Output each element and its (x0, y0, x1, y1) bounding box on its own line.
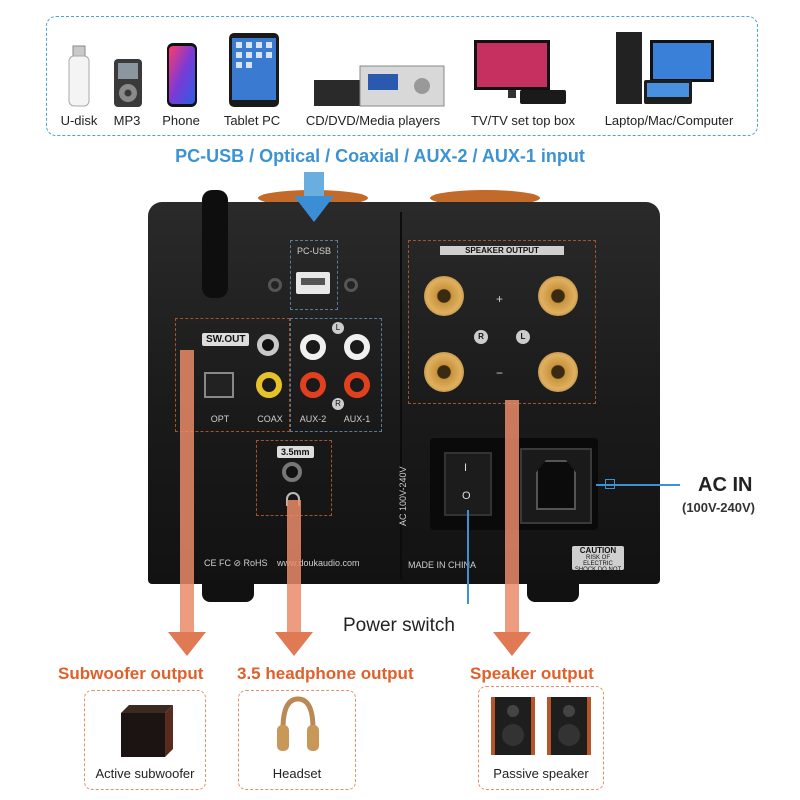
website-text: www.doukaudio.com (277, 558, 360, 568)
headphone-symbol-icon (286, 492, 300, 506)
aux-frame (290, 318, 382, 432)
input-arrow-icon (294, 196, 334, 222)
sw-out-label: SW.OUT (202, 333, 250, 346)
speaker-output-frame (408, 240, 596, 404)
device-label: Laptop/Mac/Computer (604, 113, 734, 128)
ac-in-label: AC IN (698, 474, 753, 496)
ac-in-leader (596, 484, 680, 486)
screw (268, 278, 282, 292)
power-switch-label: Power switch (343, 615, 455, 636)
power-switch[interactable]: I O (444, 452, 492, 516)
phone-icon (167, 43, 197, 107)
device-label: U-disk (60, 113, 98, 128)
switch-off-mark: O (462, 490, 471, 502)
speaker-output-title: Speaker output (470, 664, 594, 683)
device-label: Phone (162, 113, 200, 128)
subwoofer-output-title: Subwoofer output (58, 664, 204, 683)
plus-sign: + (496, 292, 504, 306)
headset-caption: Headset (272, 766, 322, 781)
speaker-terminal-r-plus (424, 276, 464, 316)
headphones-icon (277, 696, 319, 751)
subwoofer-card: Active subwoofer (84, 690, 206, 790)
coax-label: COAX (257, 414, 283, 424)
iec-socket (520, 448, 592, 524)
aux1-left-jack (344, 334, 370, 360)
optical-port (204, 372, 234, 398)
headset-card: Headset (238, 690, 356, 790)
unit-foot (202, 580, 254, 602)
minus-sign: − (496, 366, 504, 380)
mp3-player-icon (114, 59, 142, 107)
aux1-label: AUX-1 (343, 414, 371, 424)
device-label: TV/TV set top box (470, 113, 576, 128)
headphone-size-label: 3.5mm (277, 446, 314, 458)
ac-voltage-label: AC 100V-240V (398, 466, 408, 526)
sw-coax-frame (175, 318, 290, 432)
aux1-right-jack (344, 372, 370, 398)
panel-divider (400, 212, 402, 580)
tablet-icon (229, 33, 279, 107)
right-speaker-badge: R (474, 330, 488, 344)
bookshelf-speakers-icon (491, 697, 591, 755)
speaker-terminal-l-plus (538, 276, 578, 316)
headphone-arrow-icon (275, 632, 313, 656)
pc-usb-label: PC-USB (296, 246, 331, 256)
ac-range-label: (100V-240V) (682, 500, 755, 515)
speaker-arrow-shaft (505, 400, 519, 640)
usb-port (296, 272, 330, 294)
power-switch-leader (467, 510, 469, 604)
subwoofer-caption: Active subwoofer (95, 766, 195, 781)
aux2-right-jack (300, 372, 326, 398)
aux2-label: AUX-2 (299, 414, 327, 424)
unit-foot (527, 580, 579, 602)
headphone-output-title: 3.5 headphone output (237, 664, 414, 683)
speaker-terminal-r-minus (424, 352, 464, 392)
speakers-caption: Passive speaker (493, 766, 589, 781)
speakers-card: Passive speaker (478, 686, 604, 790)
aux2-left-jack (300, 334, 326, 360)
subwoofer-icon (121, 705, 173, 757)
subwoofer-arrow-shaft (180, 350, 194, 640)
input-arrow-shaft (304, 172, 324, 200)
right-channel-badge: R (332, 398, 344, 410)
subwoofer-arrow-icon (168, 632, 206, 656)
ac-in-marker (605, 479, 615, 489)
usb-drive-icon (68, 45, 90, 107)
headphone-arrow-shaft (287, 500, 301, 640)
source-devices-box (46, 16, 758, 136)
device-label: Tablet PC (223, 113, 281, 128)
caution-text: RISK OF ELECTRIC SHOCK DO NOT OPEN (574, 555, 622, 579)
media-player-icon (314, 65, 445, 107)
left-channel-badge: L (332, 322, 344, 334)
bluetooth-antenna (202, 190, 228, 298)
made-in-label: MADE IN CHINA (408, 560, 477, 570)
device-label: CD/DVD/Media players (305, 113, 441, 128)
device-label: MP3 (113, 113, 141, 128)
pc-usb-frame (290, 240, 338, 310)
screw (344, 278, 358, 292)
switch-on-mark: I (464, 462, 468, 474)
tv-icon (474, 40, 566, 104)
caution-title: CAUTION (579, 546, 617, 555)
caution-sticker: CAUTION RISK OF ELECTRIC SHOCK DO NOT OP… (572, 546, 624, 579)
cert-marks: CE FC ⊘ RoHS (204, 558, 268, 568)
speaker-terminal-l-minus (538, 352, 578, 392)
headphone-jack (282, 462, 302, 482)
speaker-output-label: SPEAKER OUTPUT (440, 246, 564, 255)
coax-jack (256, 372, 282, 398)
sw-out-jack (257, 334, 279, 356)
left-speaker-badge: L (516, 330, 530, 344)
input-title: PC-USB / Optical / Coaxial / AUX-2 / AUX… (175, 146, 585, 166)
opt-label: OPT (210, 414, 230, 424)
computer-icon (616, 32, 714, 104)
speaker-arrow-icon (493, 632, 531, 656)
